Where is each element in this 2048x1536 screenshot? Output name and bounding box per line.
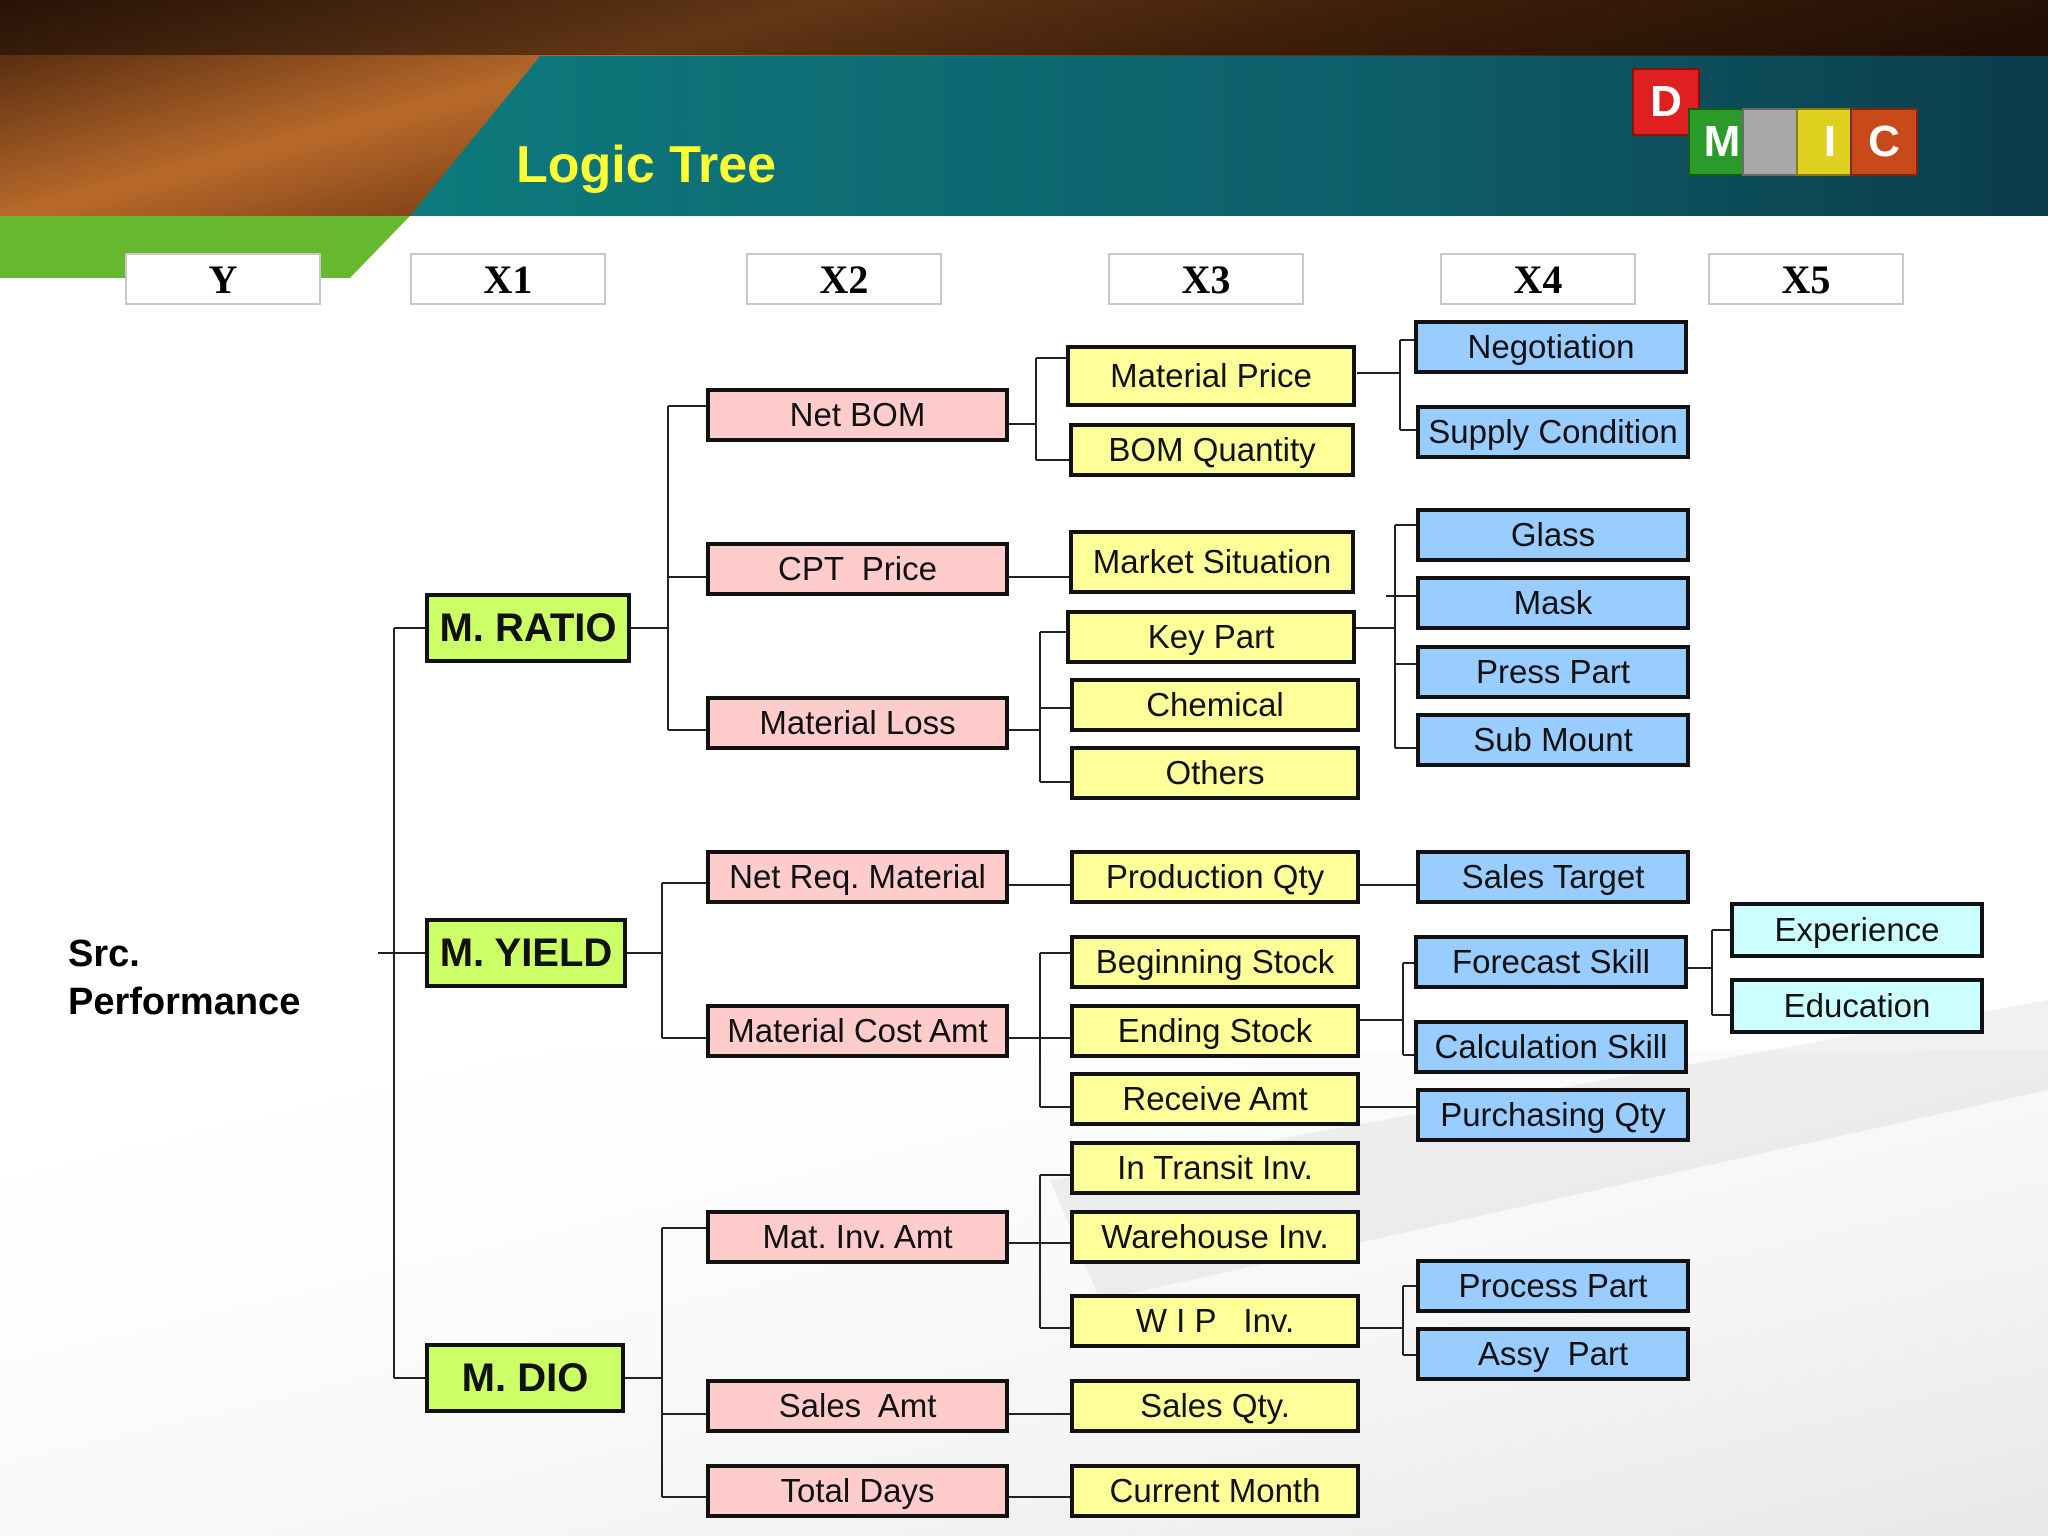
logo-cube-c: C — [1850, 108, 1918, 176]
x3-node-sales-qty: Sales Qty. — [1070, 1379, 1360, 1433]
x4-node-forecast-skill: Forecast Skill — [1414, 935, 1688, 989]
x4-node-glass: Glass — [1416, 508, 1690, 562]
column-header-x5: X5 — [1708, 253, 1904, 305]
x2-node-material-cost-amt: Material Cost Amt — [706, 1004, 1009, 1058]
x4-node-sales-target: Sales Target — [1416, 850, 1690, 904]
column-header-x1: X1 — [410, 253, 606, 305]
x2-node-material-loss: Material Loss — [706, 696, 1009, 750]
x3-node-warehouse-inv: Warehouse Inv. — [1070, 1210, 1360, 1264]
x4-node-process-part: Process Part — [1416, 1259, 1690, 1313]
x2-node-net-req-material: Net Req. Material — [706, 850, 1009, 904]
x3-node-wip-inv: W I P Inv. — [1070, 1294, 1360, 1348]
x3-node-others: Others — [1070, 746, 1360, 800]
column-header-x4: X4 — [1440, 253, 1636, 305]
column-header-y: Y — [125, 253, 321, 305]
x4-node-mask: Mask — [1416, 576, 1690, 630]
slide-title: Logic Tree — [516, 136, 777, 194]
x3-node-material-price: Material Price — [1066, 345, 1356, 407]
x4-node-supply-condition: Supply Condition — [1416, 405, 1690, 459]
x3-node-chemical: Chemical — [1070, 678, 1360, 732]
x3-node-bom-quantity: BOM Quantity — [1069, 423, 1355, 477]
x4-node-press-part: Press Part — [1416, 645, 1690, 699]
x2-node-cpt-price: CPT Price — [706, 542, 1009, 596]
x4-node-assy-part: Assy Part — [1416, 1327, 1690, 1381]
x1-node-m-dio: M. DIO — [425, 1343, 625, 1413]
x4-node-sub-mount: Sub Mount — [1416, 713, 1690, 767]
x3-node-production-qty: Production Qty — [1070, 850, 1360, 904]
x3-node-market-situation: Market Situation — [1069, 530, 1355, 594]
x5-node-education: Education — [1730, 978, 1984, 1034]
x1-node-m-ratio: M. RATIO — [425, 593, 631, 663]
column-header-x2: X2 — [746, 253, 942, 305]
x4-node-negotiation: Negotiation — [1414, 320, 1688, 374]
x3-node-key-part: Key Part — [1066, 610, 1356, 664]
x2-node-sales-amt: Sales Amt — [706, 1379, 1009, 1433]
x2-node-mat-inv-amt: Mat. Inv. Amt — [706, 1210, 1009, 1264]
column-header-x3: X3 — [1108, 253, 1304, 305]
x1-node-m-yield: M. YIELD — [425, 918, 627, 988]
x3-node-ending-stock: Ending Stock — [1070, 1004, 1360, 1058]
dmaic-logo: D M I C — [1630, 64, 1925, 184]
x3-node-current-month: Current Month — [1070, 1464, 1360, 1518]
x4-node-calculation-skill: Calculation Skill — [1414, 1020, 1688, 1074]
x4-node-purchasing-qty: Purchasing Qty — [1416, 1088, 1690, 1142]
x3-node-receive-amt: Receive Amt — [1070, 1072, 1360, 1126]
x3-node-beginning-stock: Beginning Stock — [1070, 935, 1360, 989]
x5-node-experience: Experience — [1730, 902, 1984, 958]
root-node-src-performance: Src. Performance — [68, 933, 301, 1023]
x2-node-total-days: Total Days — [706, 1464, 1009, 1518]
x3-node-in-transit-inv: In Transit Inv. — [1070, 1141, 1360, 1195]
x2-node-net-bom: Net BOM — [706, 388, 1009, 442]
